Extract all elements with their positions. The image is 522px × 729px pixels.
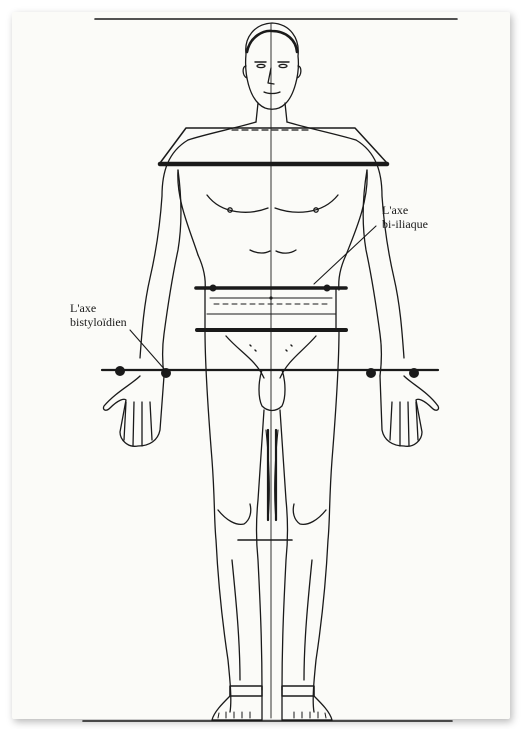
- wrist-point-left-inner: [161, 368, 171, 378]
- right-hand-icon: [380, 376, 439, 446]
- feet-icon: [212, 686, 332, 720]
- wrist-point-right-inner: [366, 368, 376, 378]
- wrist-point-right-outer: [409, 368, 419, 378]
- legs: [205, 330, 339, 712]
- torso: [178, 122, 367, 290]
- bi-iliac-label-line1: L'axe: [382, 203, 428, 217]
- left-arm: [140, 140, 188, 376]
- bi-iliac-label-line2: bi-iliaque: [382, 217, 428, 231]
- bistyloid-axis-label: L'axe bistyloïdien: [70, 301, 127, 329]
- right-arm: [356, 140, 404, 376]
- head-icon: [243, 23, 301, 109]
- shoulder-plane: [160, 128, 387, 164]
- bistyloid-leader-line: [130, 330, 166, 371]
- wrist-point-left-outer: [115, 366, 125, 376]
- left-hand-icon: [103, 376, 164, 446]
- bistyloid-label-line1: L'axe: [70, 301, 127, 315]
- bistyloid-label-line2: bistyloïdien: [70, 315, 127, 329]
- bi-iliac-axis-label: L'axe bi-iliaque: [382, 203, 428, 231]
